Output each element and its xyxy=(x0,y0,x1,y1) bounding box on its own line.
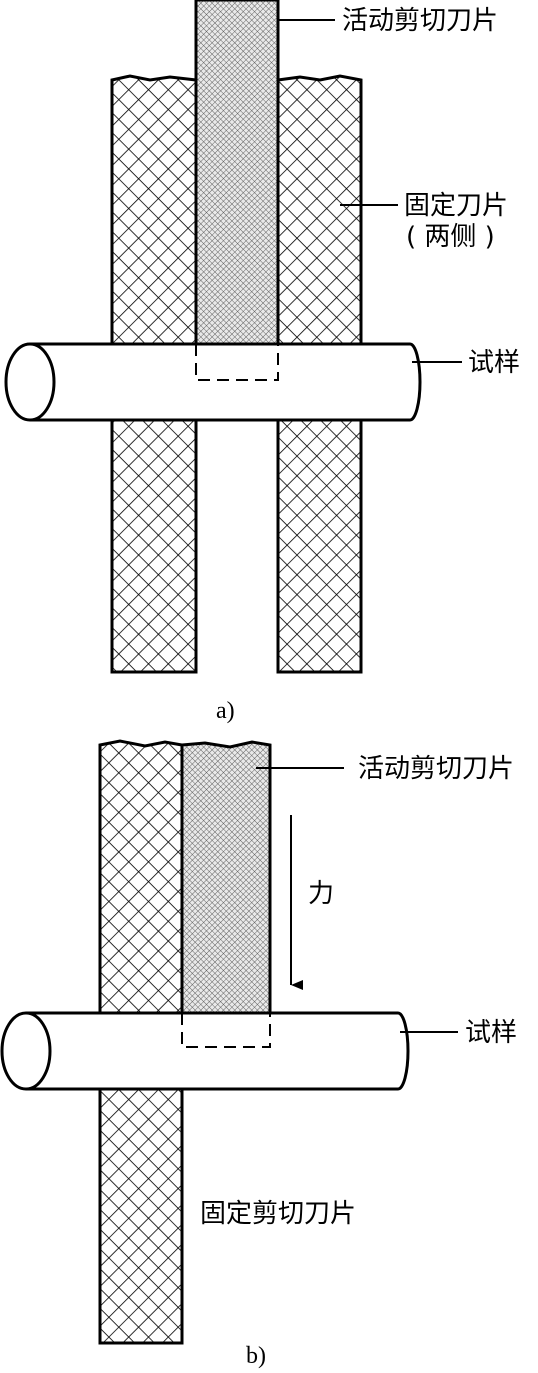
moving-blade xyxy=(194,0,280,346)
caption-a: a) xyxy=(216,698,235,724)
label-moving-blade-a: 活动剪切刀片 xyxy=(342,6,498,36)
figure-b: 活动剪切刀片 力 试样 固定剪切刀片 b) xyxy=(0,739,517,1369)
label-moving-blade-b: 活动剪切刀片 xyxy=(358,754,514,784)
specimen-rod-b xyxy=(0,1011,410,1091)
hidden-blade-edge-b xyxy=(181,1013,271,1048)
figure-a: 活动剪切刀片 固定刀片 ( 两侧 ) 试样 a) xyxy=(4,0,520,724)
specimen-rod xyxy=(4,342,422,422)
label-fixed-blade-b: 固定剪切刀片 xyxy=(200,1199,356,1229)
label-specimen-a: 试样 xyxy=(468,348,520,378)
label-specimen-b: 试样 xyxy=(465,1018,517,1048)
moving-blade-b xyxy=(180,740,272,1015)
label-fixed-blade-note-a: ( 两侧 ) xyxy=(406,222,495,252)
label-fixed-blade-a: 固定刀片 xyxy=(404,191,508,221)
hidden-blade-edge xyxy=(195,344,279,381)
label-force: 力 xyxy=(308,879,334,909)
caption-b: b) xyxy=(246,1343,266,1369)
